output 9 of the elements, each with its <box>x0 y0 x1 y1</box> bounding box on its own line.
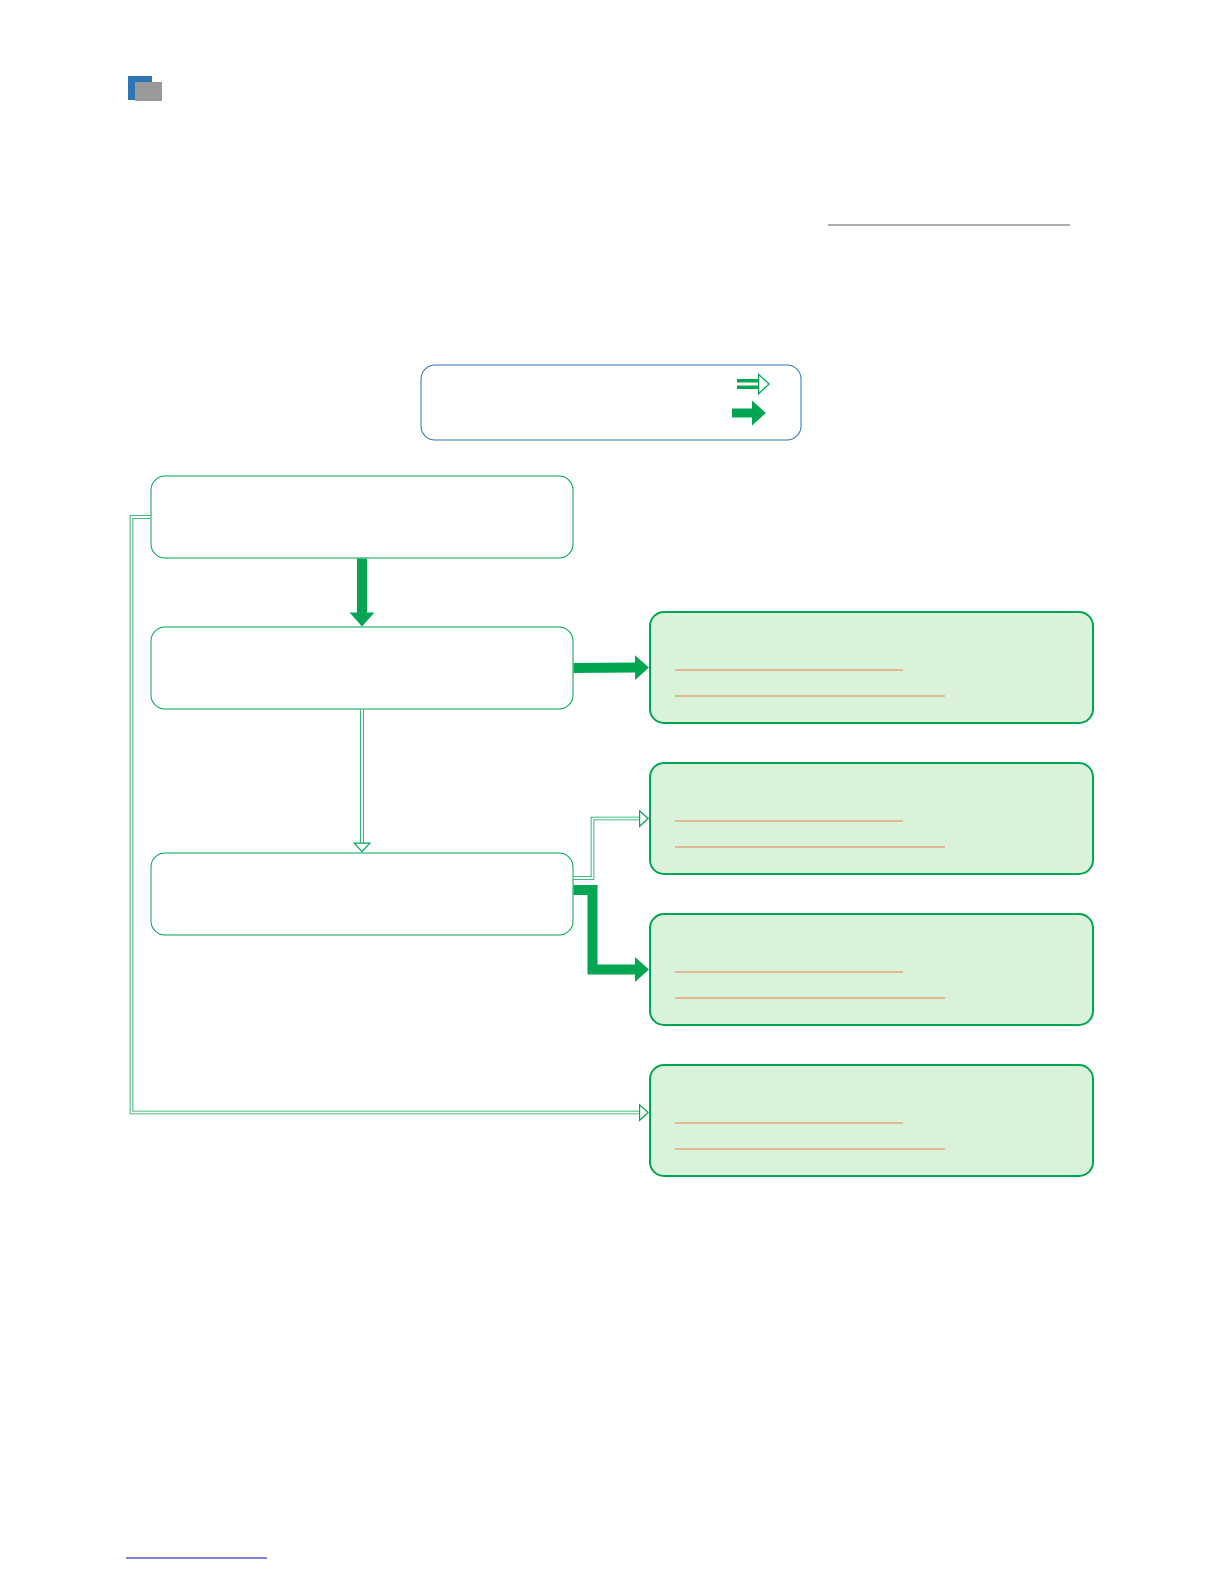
process-box <box>150 475 574 559</box>
result-box <box>649 1064 1094 1177</box>
result-box <box>649 913 1094 1026</box>
result-box <box>649 611 1094 724</box>
process-box <box>150 852 574 936</box>
legend-box <box>420 364 802 441</box>
process-box <box>150 626 574 710</box>
arrow <box>572 809 649 880</box>
result-box <box>649 762 1094 875</box>
